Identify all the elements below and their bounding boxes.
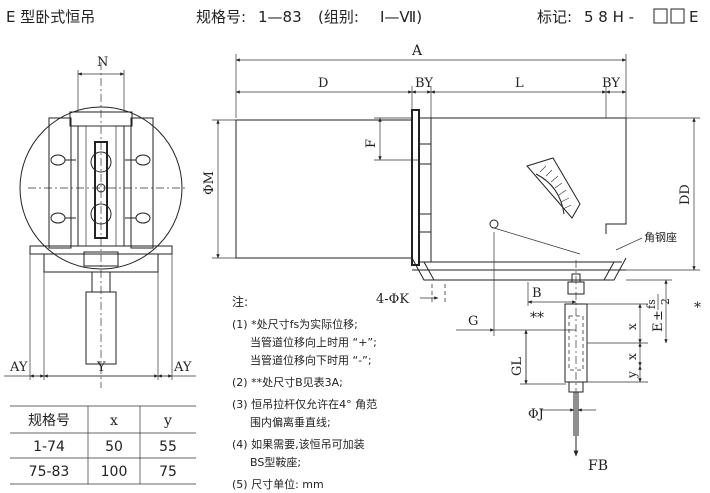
dim-by-left: BY — [415, 76, 433, 91]
dim-y-small: y — [625, 371, 639, 379]
dim-ay-right: AY — [173, 360, 192, 375]
dim-l: L — [515, 76, 524, 91]
group-value: Ⅰ—Ⅶ) — [380, 8, 422, 26]
dim-gl: GL — [510, 357, 525, 376]
wing-nut-left-lower — [50, 212, 76, 224]
dim-phi-k: 4-ΦK — [376, 292, 409, 307]
mark-label: 标记: — [537, 8, 572, 26]
housing-outline — [419, 117, 627, 234]
note-4a: BS型鞍座; — [250, 455, 301, 469]
table-row-2-y: 75 — [159, 464, 177, 480]
spec-table: 规格号 x y 1-74 50 55 75-83 100 75 — [10, 405, 196, 485]
turnbuckle — [85, 291, 117, 365]
dim-a: A — [411, 43, 423, 59]
note-5: (5) 尺寸单位: mm — [232, 477, 324, 491]
note-3a: 围内偏离垂直线; — [250, 415, 331, 429]
dim-f: F — [364, 139, 379, 148]
side-bracket-lower — [418, 213, 432, 233]
note-1a: 当管道位移向上时用 “+”; — [250, 335, 377, 349]
note-1b: 当管道位移向下时用 “-”; — [250, 353, 372, 367]
mark-box-1 — [653, 8, 668, 24]
pivot-hole — [489, 219, 499, 229]
table-header-y: y — [163, 413, 172, 429]
header: E 型卧式恒吊 规格号: 1—83 (组别: Ⅰ—Ⅶ) 标记: 5 8 H - … — [6, 8, 698, 26]
dim-b-note: ** — [530, 310, 544, 326]
dim-e-pm: ± — [651, 310, 666, 321]
mark-suffix: E — [689, 8, 698, 26]
side-bracket-upper — [418, 143, 432, 165]
end-view: N AY Y AY — [4, 55, 196, 388]
note-1: (1) *处尺寸fs为实际位移; — [232, 317, 358, 331]
center-pin — [96, 183, 106, 193]
dim-phi-j: ΦJ — [528, 407, 544, 422]
group-label: (组别: — [318, 8, 359, 26]
note-2: (2) **处尺寸B见表3A; — [232, 375, 343, 389]
drawing-title: E 型卧式恒吊 — [6, 8, 95, 26]
wing-nut-right-lower — [125, 212, 151, 224]
housing-circle — [19, 106, 183, 270]
dim-e: E — [651, 323, 666, 333]
drum-body — [235, 119, 413, 259]
notes-heading: 注: — [232, 294, 248, 309]
table-row-2-x: 100 — [101, 464, 128, 480]
left-side-plate — [48, 117, 72, 249]
dim-ay-left: AY — [9, 360, 28, 375]
dim-by-right: BY — [602, 76, 620, 91]
dim-fb: FB — [588, 458, 608, 474]
table-row-2-spec: 75-83 — [29, 464, 70, 480]
table-row-1-x: 50 — [105, 439, 123, 455]
table-row-1-spec: 1-74 — [33, 439, 65, 455]
dim-y: Y — [96, 360, 106, 375]
angle-seat — [411, 257, 627, 281]
dim-phi-m: ΦM — [202, 171, 217, 195]
base-label-leader — [615, 237, 643, 251]
dim-d: D — [318, 76, 328, 91]
dim-e-star: * — [694, 300, 701, 316]
note-3: (3) 恒吊拉杆仅允许在4° 角范 — [232, 397, 377, 411]
flange-plate — [411, 109, 420, 266]
base-label: 角钢座 — [644, 230, 677, 244]
wing-nut-left-upper — [50, 154, 76, 166]
upper-pivot — [90, 151, 112, 173]
dim-e-fs: fs — [645, 299, 658, 309]
table-header-x: x — [110, 413, 118, 429]
spec-value: 1—83 — [258, 8, 302, 26]
cam-scale-hatch — [539, 165, 572, 210]
note-4: (4) 如果需要,该恒吊可加装 — [232, 437, 365, 451]
right-side-plate — [130, 117, 154, 249]
mark-value: 5 8 H - — [584, 8, 634, 26]
dim-x-upper: x — [625, 323, 639, 330]
wing-nut-right-upper — [125, 154, 151, 166]
dim-e-two: 2 — [659, 298, 672, 305]
cam-plate — [526, 157, 581, 219]
side-view: FB A D BY L BY ΦM F DD 角钢座 — [202, 43, 701, 474]
table-row-1-y: 55 — [159, 439, 177, 455]
cam-column — [94, 141, 108, 239]
dim-g: G — [468, 314, 478, 329]
dim-x-lower: x — [625, 353, 639, 360]
turnbuckle-slot — [568, 315, 584, 371]
dim-b: B — [532, 286, 542, 301]
lower-pivot — [90, 203, 112, 225]
nut-block — [83, 251, 119, 267]
spec-label: 规格号: — [196, 8, 246, 26]
e-dimension-label: E ± fs 2 — [645, 294, 672, 332]
dim-n: N — [97, 55, 108, 70]
dim-dd: DD — [678, 184, 693, 205]
tie-line — [493, 227, 581, 255]
mark-box-2 — [670, 8, 685, 24]
hanger-pin — [571, 273, 581, 283]
cam-slot — [535, 173, 565, 215]
table-header-spec: 规格号 — [28, 413, 70, 429]
notes: 注: (1) *处尺寸fs为实际位移; 当管道位移向上时用 “+”; 当管道位移… — [232, 294, 377, 491]
